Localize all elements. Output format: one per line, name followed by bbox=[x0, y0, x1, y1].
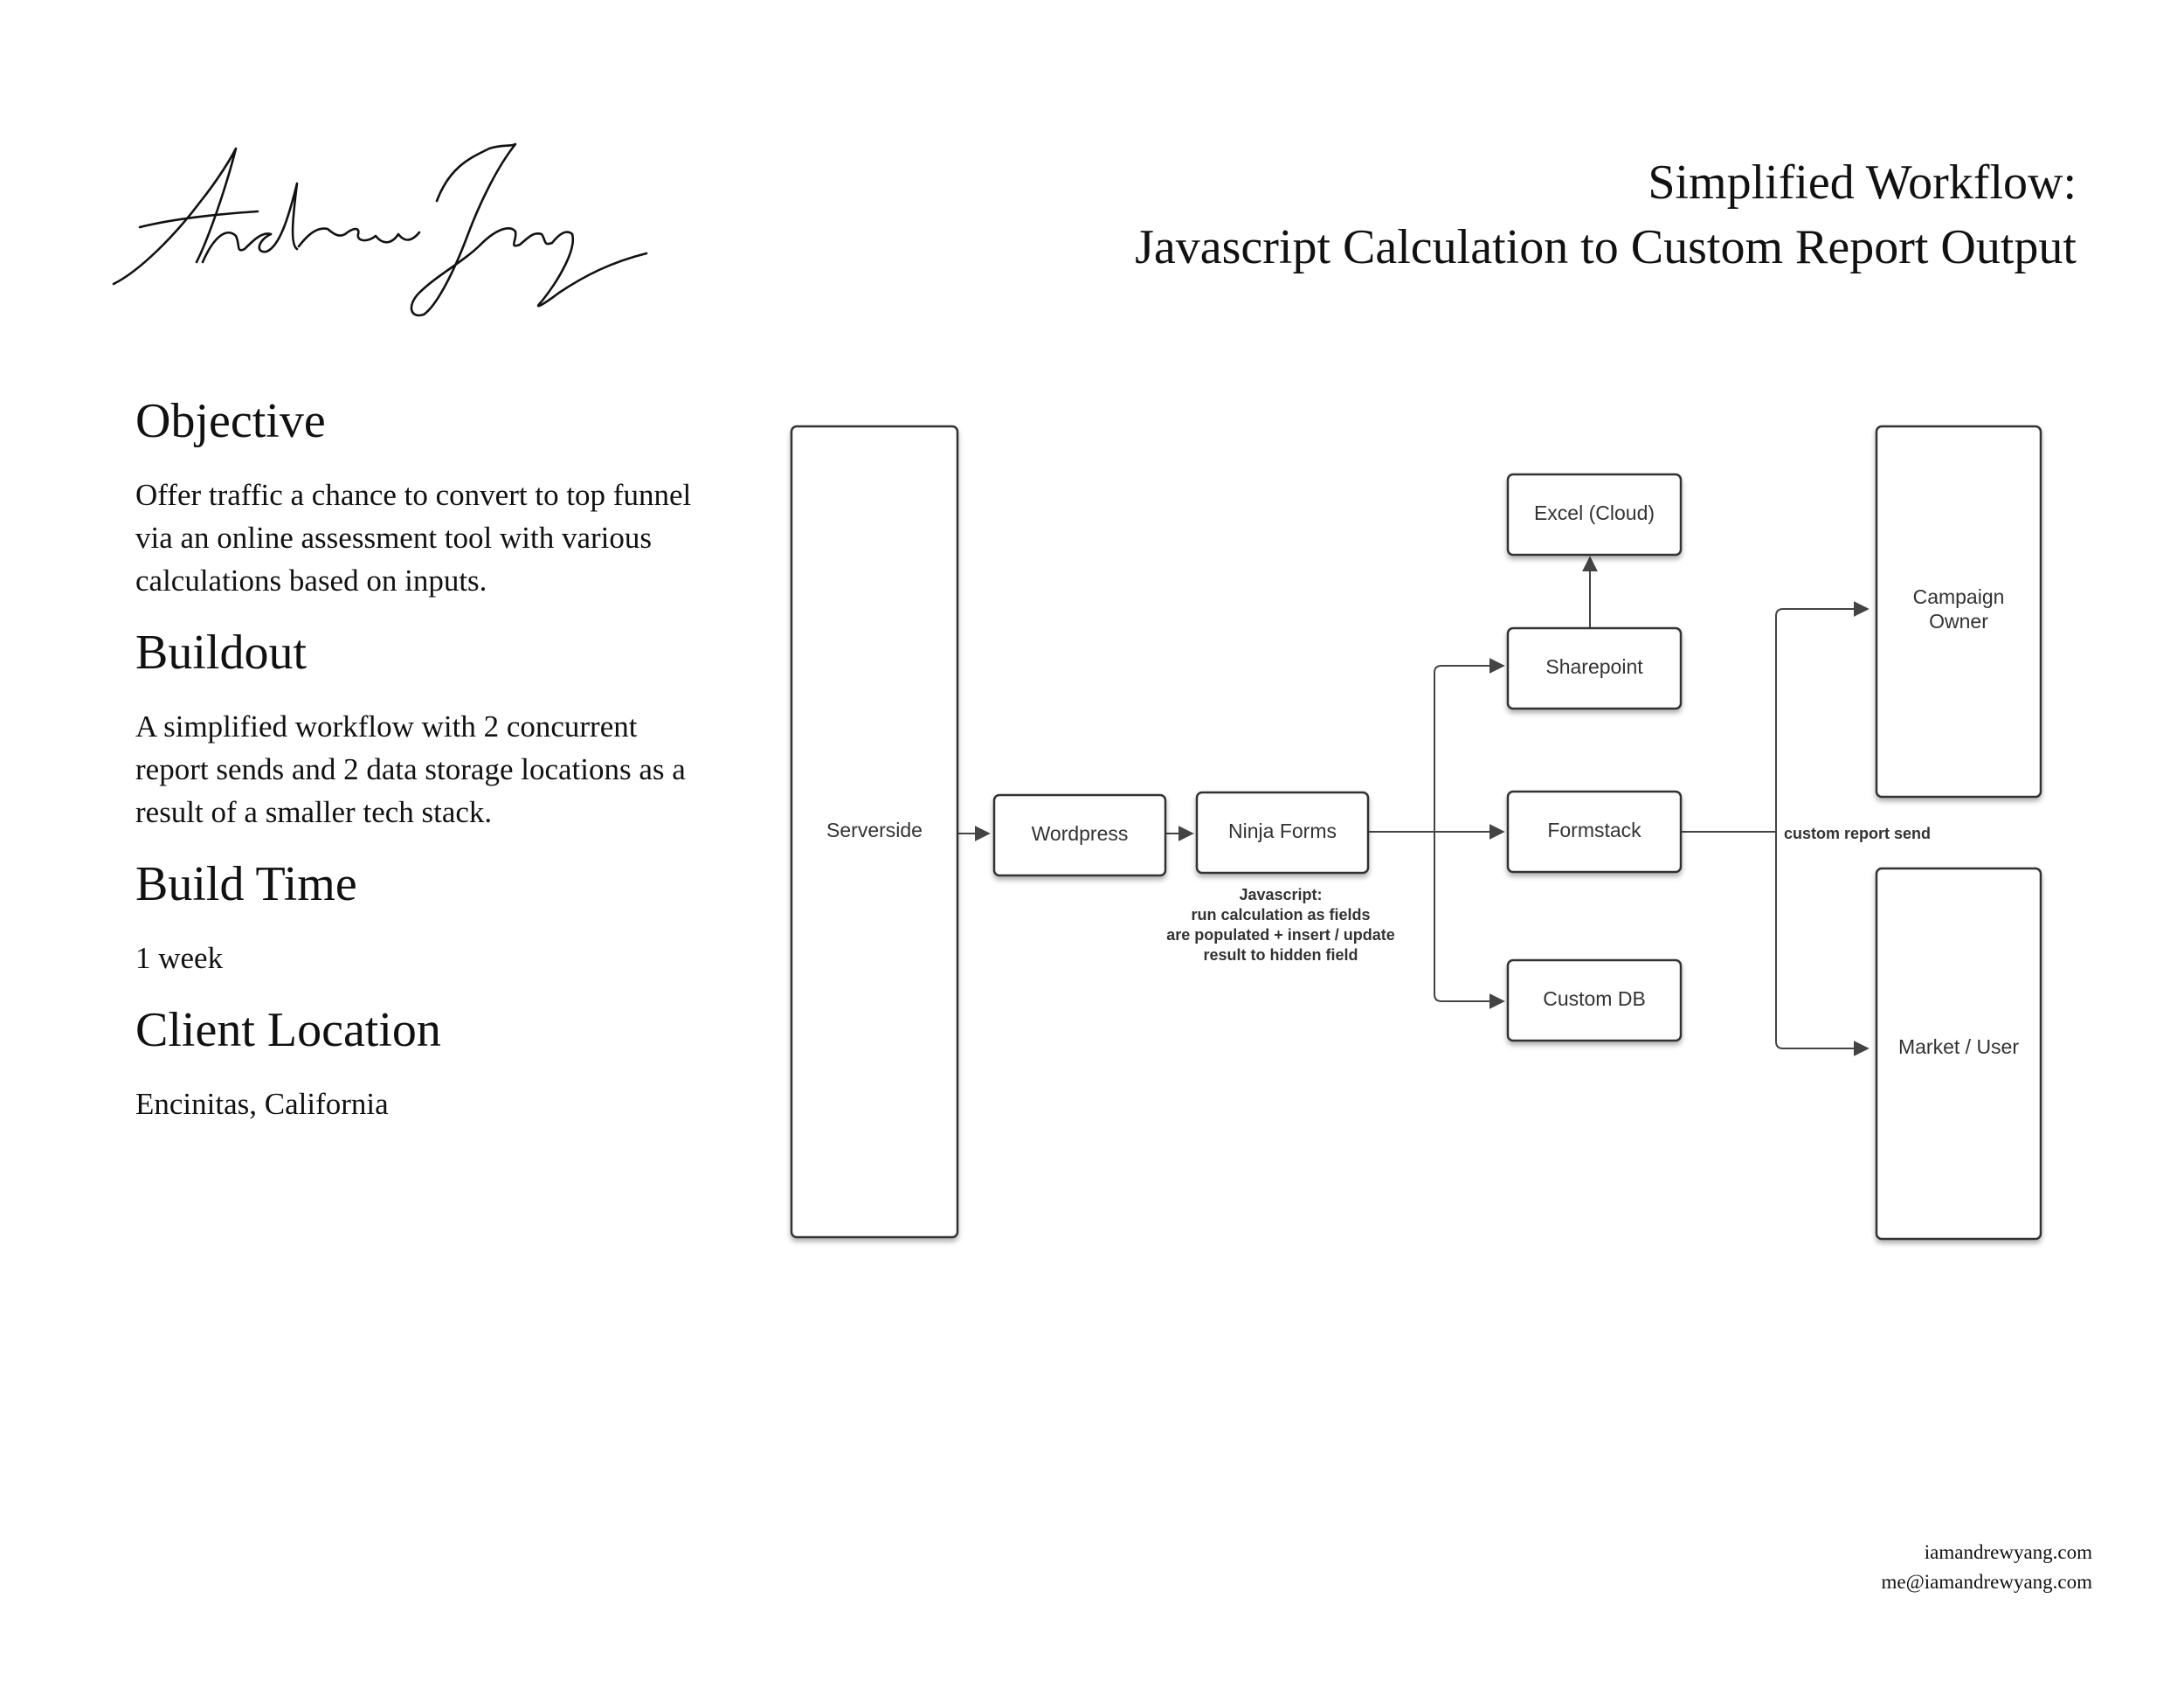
node-ninja-forms-label: Ninja Forms bbox=[1228, 820, 1337, 842]
footer-contact: iamandrewyang.com me@iamandrewyang.com bbox=[1881, 1538, 2092, 1597]
node-ninja-forms: Ninja Forms bbox=[1195, 791, 1370, 875]
title-line-2: Javascript Calculation to Custom Report … bbox=[1135, 220, 2077, 274]
node-campaign-owner: Campaign Owner bbox=[1875, 425, 2042, 799]
node-custom-db: Custom DB bbox=[1506, 958, 1683, 1042]
section-client-location: Client Location Encinitas, California bbox=[135, 1002, 712, 1125]
javascript-note-line-3: are populated + insert / update bbox=[1166, 926, 1395, 944]
edge-label-custom-report-send: custom report send bbox=[1784, 825, 1931, 842]
javascript-note: Javascript: run calculation as fields ar… bbox=[1166, 886, 1395, 964]
node-excel-cloud-label: Excel (Cloud) bbox=[1534, 502, 1655, 524]
edge-to-campaign-owner bbox=[1775, 601, 1870, 832]
node-campaign-owner-label-1: Campaign bbox=[1913, 585, 2005, 608]
node-sharepoint-label: Sharepoint bbox=[1545, 655, 1643, 678]
page-title: Simplified Workflow: Javascript Calculat… bbox=[1135, 150, 2077, 280]
section-text: Offer traffic a chance to convert to top… bbox=[135, 478, 692, 598]
section-heading: Buildout bbox=[135, 626, 308, 680]
node-serverside-label: Serverside bbox=[826, 819, 923, 841]
node-serverside: Serverside bbox=[790, 425, 959, 1239]
footer-website: iamandrewyang.com bbox=[1924, 1541, 2092, 1563]
title-line-1: Simplified Workflow: bbox=[1648, 156, 2077, 210]
section-heading: Build Time bbox=[135, 857, 357, 911]
section-text: 1 week bbox=[135, 941, 224, 975]
signature bbox=[105, 131, 673, 323]
node-campaign-owner-label-2: Owner bbox=[1929, 610, 1988, 633]
section-heading: Objective bbox=[135, 394, 326, 448]
javascript-note-line-2: run calculation as fields bbox=[1191, 906, 1370, 924]
section-buildout: Buildout A simplified workflow with 2 co… bbox=[135, 625, 712, 834]
edge-ninja-forms-sharepoint bbox=[1434, 658, 1505, 832]
node-wordpress-label: Wordpress bbox=[1032, 822, 1129, 845]
section-heading: Client Location bbox=[135, 1003, 441, 1057]
node-wordpress: Wordpress bbox=[992, 793, 1167, 877]
node-formstack: Formstack bbox=[1506, 790, 1683, 874]
diagram-edges bbox=[957, 556, 1870, 1056]
edge-ninja-forms-custom-db bbox=[1434, 832, 1505, 1009]
node-excel-cloud: Excel (Cloud) bbox=[1506, 473, 1683, 557]
workflow-diagram: Serverside Wordpress Ninja Forms Excel (… bbox=[769, 411, 2062, 1249]
section-objective: Objective Offer traffic a chance to conv… bbox=[135, 393, 712, 602]
javascript-note-line-4: result to hidden field bbox=[1203, 946, 1358, 964]
section-text: Encinitas, California bbox=[135, 1087, 389, 1121]
javascript-note-line-1: Javascript: bbox=[1239, 886, 1322, 903]
node-sharepoint: Sharepoint bbox=[1506, 626, 1683, 710]
node-market-user-label: Market / User bbox=[1898, 1035, 2019, 1058]
section-build-time: Build Time 1 week bbox=[135, 856, 712, 979]
workflow-diagram-svg: Serverside Wordpress Ninja Forms Excel (… bbox=[790, 425, 2042, 1241]
footer-email: me@iamandrewyang.com bbox=[1881, 1571, 2092, 1593]
section-text: A simplified workflow with 2 concurrent … bbox=[135, 709, 686, 829]
signature-graphic bbox=[112, 142, 648, 317]
node-custom-db-label: Custom DB bbox=[1543, 987, 1646, 1010]
info-panel: Objective Offer traffic a chance to conv… bbox=[135, 393, 712, 1148]
node-market-user: Market / User bbox=[1875, 867, 2042, 1241]
edge-to-market-user bbox=[1775, 832, 1870, 1056]
node-formstack-label: Formstack bbox=[1547, 819, 1641, 841]
